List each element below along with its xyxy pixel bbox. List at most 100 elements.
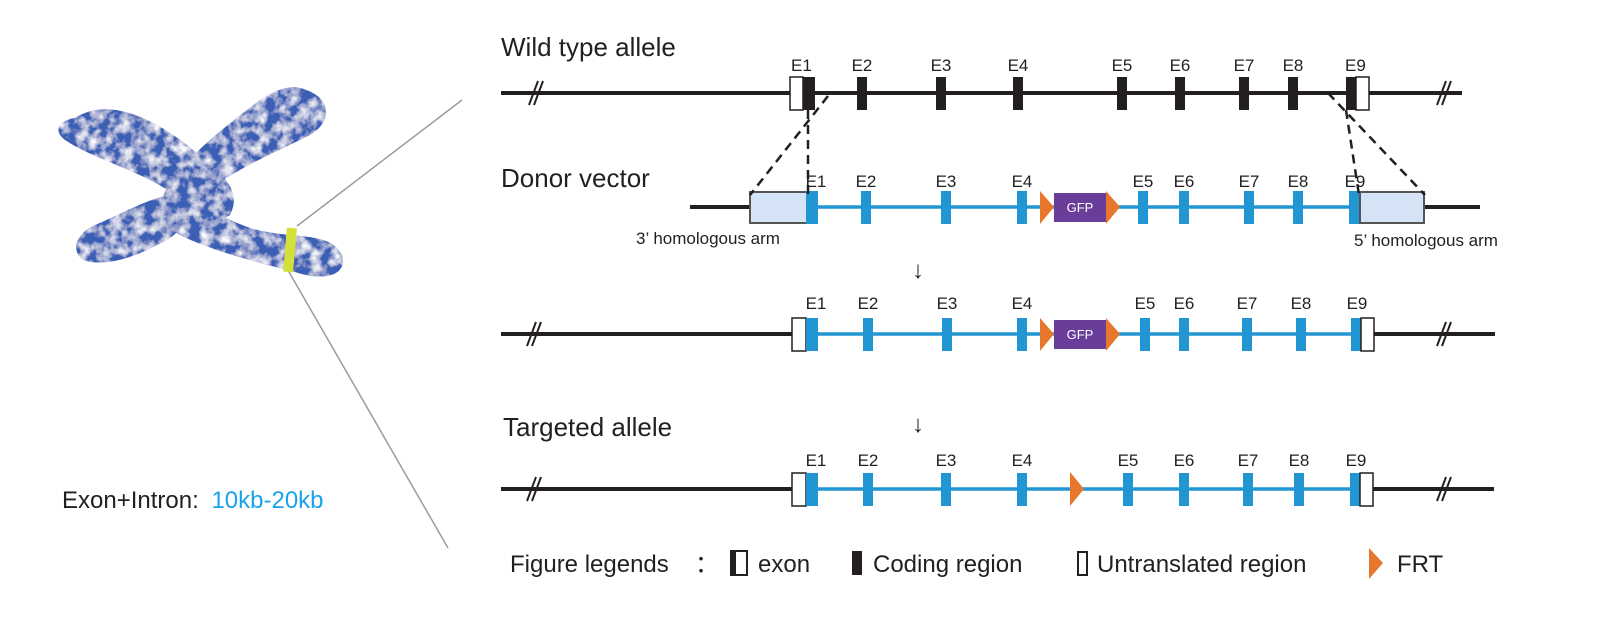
legend-label-frt: FRT	[1397, 551, 1444, 578]
legend-label-exon: exon	[758, 551, 810, 578]
frt-site	[1040, 318, 1054, 351]
exon-block	[1017, 473, 1027, 506]
legend-label-coding-region: Coding region	[873, 551, 1022, 578]
exon-label: E9	[1345, 172, 1366, 191]
exon-label: E6	[1170, 56, 1191, 75]
exon-label: E5	[1112, 56, 1133, 75]
exon-block	[1243, 473, 1253, 506]
legend-colon: ：	[695, 551, 719, 578]
frt-site	[1106, 191, 1120, 224]
exon-block	[1117, 77, 1127, 110]
exon-block	[803, 77, 815, 110]
size-label-prefix: Exon+Intron:	[62, 487, 199, 514]
exon-block	[941, 191, 951, 224]
exon-label: E7	[1234, 56, 1255, 75]
exon-label: E7	[1239, 172, 1260, 191]
exon-block	[863, 318, 873, 351]
exon-label: E3	[937, 294, 958, 313]
exon-label: E5	[1135, 294, 1156, 313]
break-mark	[533, 80, 544, 106]
exon-label: E5	[1118, 451, 1139, 470]
exon-label: E2	[858, 451, 879, 470]
utr-icon	[1077, 551, 1088, 576]
exon-block	[941, 473, 951, 506]
gfp-label: GFP	[1067, 327, 1094, 342]
exon-label: E1	[791, 56, 812, 75]
size-label-value: 10kb-20kb	[211, 487, 323, 514]
exon-label: E5	[1133, 172, 1154, 191]
exon-label: E1	[806, 451, 827, 470]
exon-block	[1349, 191, 1359, 224]
chromosome-arm-upper-right	[161, 87, 327, 217]
gfp-label: GFP	[1067, 200, 1094, 215]
exon-label: E4	[1012, 294, 1033, 313]
exon-label: E2	[856, 172, 877, 191]
exon-block	[1179, 473, 1189, 506]
right-arm-label: 5’ homologous arm	[1354, 231, 1498, 250]
break-mark	[528, 80, 539, 106]
row-title-wild-type: Wild type allele	[501, 32, 676, 62]
exon-label: E3	[936, 172, 957, 191]
utr-block	[1360, 317, 1375, 352]
exon-label: E8	[1288, 172, 1309, 191]
left-arm-label: 3’ homologous arm	[636, 229, 780, 248]
chromosome-arm-lower-right	[156, 199, 343, 277]
frt-site	[1070, 472, 1084, 506]
dashed-line-left-outer	[749, 95, 829, 196]
frt-site	[1106, 318, 1120, 351]
exon-block	[1351, 318, 1361, 351]
exon-label: E9	[1347, 294, 1368, 313]
row-title-targeted: Targeted allele	[503, 412, 672, 442]
exon-label: E3	[931, 56, 952, 75]
exon-label: E8	[1283, 56, 1304, 75]
utr-block	[791, 317, 807, 352]
exon-block	[863, 473, 873, 506]
exon-block	[1175, 77, 1185, 110]
row-title-donor-vector: Donor vector	[501, 163, 650, 193]
break-mark	[1441, 321, 1452, 347]
zoom-line-top	[296, 99, 463, 227]
frt-site	[1040, 191, 1054, 224]
exon-block	[806, 318, 818, 351]
exon-label: E4	[1012, 451, 1033, 470]
break-mark	[531, 321, 542, 347]
exon-block	[942, 318, 952, 351]
break-mark	[1436, 476, 1447, 502]
utr-block	[789, 76, 804, 111]
exon-block	[1140, 318, 1150, 351]
frt-icon	[1369, 548, 1383, 579]
exon-block	[1123, 473, 1133, 506]
exon-block	[1017, 318, 1027, 351]
utr-block	[1355, 76, 1370, 111]
exon-label: E4	[1008, 56, 1029, 75]
exon-label: E2	[852, 56, 873, 75]
exon-label: E7	[1237, 294, 1258, 313]
exon-block	[1179, 318, 1189, 351]
figure-legend: Figure legends ： exon Coding region Untr…	[510, 548, 1444, 579]
exon-block	[861, 191, 871, 224]
break-mark	[1436, 321, 1447, 347]
exon-block	[1244, 191, 1254, 224]
gfp-cassette	[1054, 193, 1106, 222]
step-arrow-1: ↓	[912, 257, 924, 284]
exon-label: E1	[806, 294, 827, 313]
exon-block	[1017, 191, 1027, 224]
break-mark	[526, 321, 537, 347]
exon-block	[1350, 473, 1360, 506]
recombination-lines	[749, 92, 1426, 196]
exon-label: E7	[1238, 451, 1259, 470]
exon-block	[1293, 191, 1303, 224]
dashed-line-right-outer	[1327, 92, 1426, 196]
exon-label: E2	[858, 294, 879, 313]
chromosome-illustration	[58, 87, 343, 277]
exon-label: E6	[1174, 172, 1195, 191]
exon-label: E3	[936, 451, 957, 470]
coding-region-icon	[852, 551, 862, 575]
exon-block	[1288, 77, 1298, 110]
